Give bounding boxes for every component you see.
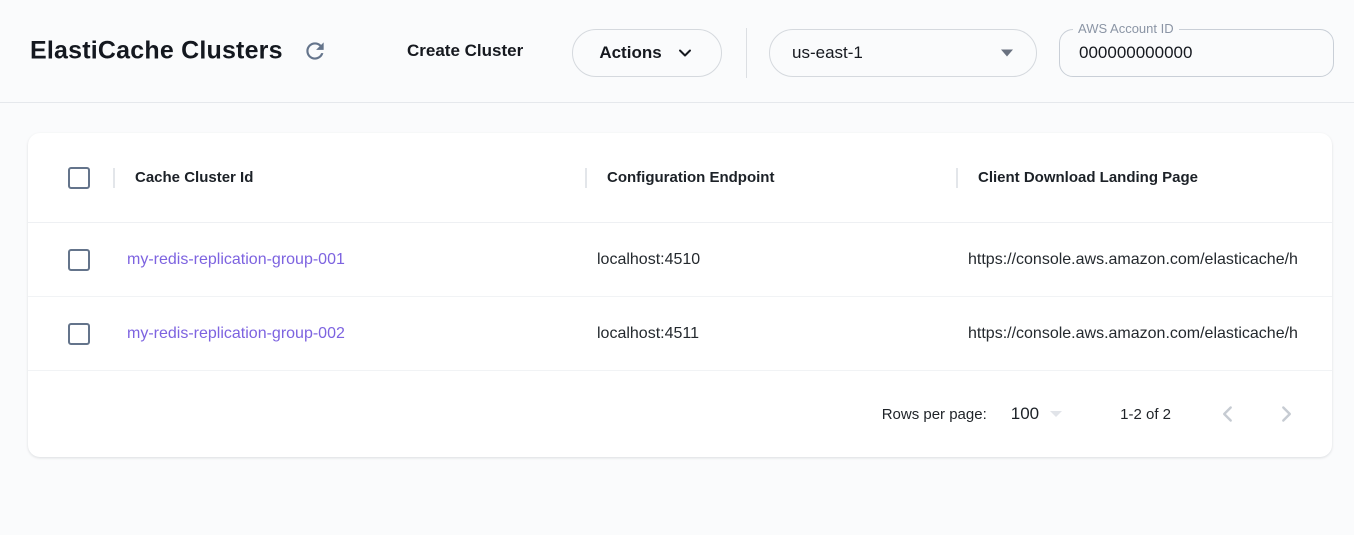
page-title: ElastiCache Clusters [30,36,283,65]
row-checkbox-cell [28,322,113,345]
row-checkbox-cell [28,248,113,271]
region-select[interactable]: us-east-1 [769,29,1037,77]
rows-per-page-label: Rows per page: [881,405,987,423]
table-header-row: Cache Cluster Id Configuration Endpoint … [28,133,1332,223]
table-pagination: Rows per page: 100 1-2 of 2 [28,371,1332,457]
aws-account-id-field: AWS Account ID [1059,21,1334,77]
client-download-landing-page-cell: https://console.aws.amazon.com/elasticac… [968,324,1298,342]
client-download-landing-page-cell: https://console.aws.amazon.com/elasticac… [968,250,1298,268]
rows-per-page-value: 100 [1010,404,1040,423]
create-cluster-button[interactable]: Create Cluster [407,41,524,60]
next-page-button[interactable] [1273,401,1299,427]
cluster-link[interactable]: my-redis-replication-group-002 [127,324,345,342]
actions-button-label: Actions [599,43,662,62]
column-header-cache-cluster-id[interactable]: Cache Cluster Id [113,169,585,186]
previous-page-button[interactable] [1215,401,1241,427]
aws-account-id-input[interactable] [1060,30,1333,76]
aws-account-id-label: AWS Account ID [1073,21,1179,36]
table-row: my-redis-replication-group-001 localhost… [28,223,1332,297]
chevron-down-icon [678,49,691,57]
clusters-table-card: Cache Cluster Id Configuration Endpoint … [28,133,1332,457]
top-bar: ElastiCache Clusters Create Cluster Acti… [0,0,1354,103]
table-row: my-redis-replication-group-002 localhost… [28,297,1332,371]
chevron-left-icon [1223,406,1232,422]
configuration-endpoint-cell: localhost:4511 [597,324,699,342]
row-checkbox[interactable] [68,322,90,345]
chevron-right-icon [1282,406,1291,422]
region-select-value: us-east-1 [792,43,863,62]
cluster-link[interactable]: my-redis-replication-group-001 [127,250,345,268]
pagination-range-label: 1-2 of 2 [1120,405,1171,423]
column-header-configuration-endpoint[interactable]: Configuration Endpoint [585,169,956,186]
toolbar-divider [746,28,747,78]
column-header-client-download-landing-page[interactable]: Client Download Landing Page [956,169,1332,186]
select-all-checkbox[interactable] [68,166,90,189]
refresh-icon [306,42,324,60]
caret-down-icon [1050,411,1063,417]
configuration-endpoint-cell: localhost:4510 [597,250,701,268]
actions-button[interactable]: Actions [572,29,722,77]
refresh-button[interactable] [300,36,330,66]
cache-cluster-id-cell: my-redis-replication-group-002 [113,325,585,343]
header-checkbox-cell [28,166,113,189]
caret-down-icon [1001,49,1013,57]
cache-cluster-id-cell: my-redis-replication-group-001 [113,251,585,269]
row-checkbox[interactable] [68,248,90,271]
rows-per-page-select[interactable]: 100 [1010,404,1063,424]
